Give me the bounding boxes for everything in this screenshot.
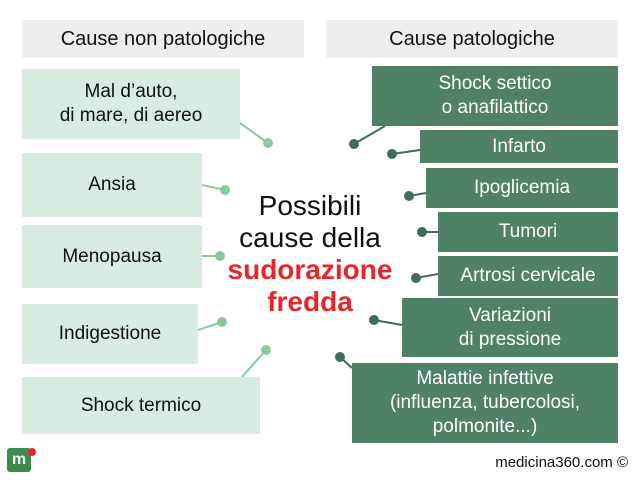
cause-travel-sickness-label: Mal d’auto, di mare, di aereo <box>59 81 203 126</box>
diagram-title-highlight-1: sudorazione <box>227 253 393 285</box>
cause-cervical-arthrosis: Artrosi cervicale <box>438 256 618 296</box>
cause-heart-attack: Infarto <box>420 130 618 163</box>
connector-line-right-1 <box>353 125 386 145</box>
connector-dot-right-6 <box>369 315 379 325</box>
logo-letter: m <box>11 451 27 468</box>
connector-dot-left-5 <box>261 345 271 355</box>
medicina360-logo-icon: m <box>7 448 31 472</box>
cause-indigestion: Indigestione <box>22 304 198 364</box>
connector-line-left-5 <box>241 349 267 378</box>
cause-pressure-variations: Variazioni di pressione <box>402 298 618 357</box>
diagram-title: Possibili cause della sudorazione fredda <box>200 190 420 318</box>
cause-cervical-arthrosis-label: Artrosi cervicale <box>460 265 596 287</box>
header-non-pathological-label: Cause non patologiche <box>60 27 266 50</box>
cause-pressure-variations-label: Variazioni di pressione <box>458 304 562 350</box>
cause-indigestion-label: Indigestione <box>58 323 162 345</box>
cause-septic-shock: Shock settico o anafilattico <box>372 66 618 126</box>
cause-hypoglycemia: Ipoglicemia <box>426 168 618 208</box>
connector-dot-right-3 <box>404 191 414 201</box>
cause-anxiety: Ansia <box>22 153 202 217</box>
cause-infectious-diseases: Malattie infettive (influenza, tubercolo… <box>352 363 618 443</box>
cause-travel-sickness: Mal d’auto, di mare, di aereo <box>22 69 240 139</box>
cause-thermal-shock-label: Shock termico <box>80 394 202 416</box>
connector-dot-left-1 <box>263 138 273 148</box>
diagram-title-line-1: Possibili <box>258 190 362 221</box>
diagram-title-line-2: cause della <box>239 221 381 253</box>
connector-line-left-1 <box>239 122 269 144</box>
cause-anxiety-label: Ansia <box>88 174 136 196</box>
cause-menopause: Menopausa <box>22 225 202 288</box>
cause-tumors-label: Tumori <box>498 221 558 243</box>
connector-dot-right-1 <box>349 139 359 149</box>
connector-dot-left-3 <box>215 251 225 261</box>
connector-dot-right-2 <box>387 149 397 159</box>
connector-dot-right-5 <box>411 273 421 283</box>
header-pathological: Cause patologiche <box>326 20 618 58</box>
header-non-pathological: Cause non patologiche <box>22 20 304 58</box>
cause-septic-shock-label: Shock settico o anafilattico <box>438 73 552 118</box>
connector-dot-left-2 <box>220 185 230 195</box>
connector-dot-right-4 <box>417 227 427 237</box>
cause-tumors: Tumori <box>438 212 618 252</box>
header-pathological-label: Cause patologiche <box>389 27 555 50</box>
diagram-title-highlight-2: fredda <box>267 285 353 317</box>
cause-menopause-label: Menopausa <box>62 245 162 267</box>
connector-dot-right-7 <box>335 352 345 362</box>
cause-hypoglycemia-label: Ipoglicemia <box>473 177 571 199</box>
cause-heart-attack-label: Infarto <box>492 135 546 157</box>
logo-accent-dot-icon <box>28 448 36 456</box>
site-credit: medicina360.com © <box>495 454 628 471</box>
connector-dot-left-4 <box>217 317 227 327</box>
cause-thermal-shock: Shock termico <box>22 377 260 434</box>
cause-infectious-diseases-label: Malattie infettive (influenza, tubercolo… <box>389 368 581 437</box>
